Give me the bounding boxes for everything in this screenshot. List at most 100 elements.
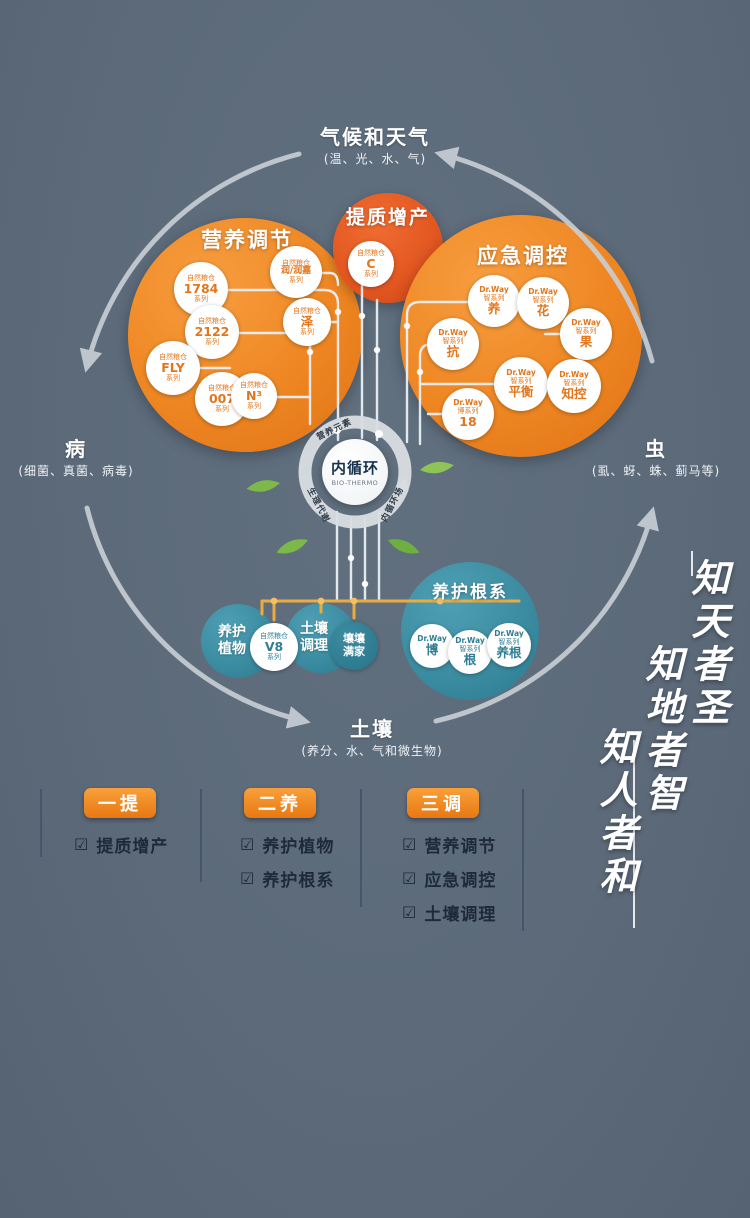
cycle-sublabel-disease: (细菌、真菌、病毒) (18, 464, 134, 478)
cycle-label-insect: 虫 (645, 437, 667, 461)
tag-button-santiao: 三调 (407, 788, 479, 818)
cycle-sublabel-insect: (虱、蚜、蛛、蓟马等) (591, 464, 721, 478)
cluster-title-quality: 提质增产 (345, 206, 431, 229)
checklist-item: ☑ 养护植物 (240, 832, 334, 857)
leaf-icon (246, 480, 280, 492)
cycle-sublabel-soil: (养分、水、气和微生物) (301, 744, 443, 758)
product-circle-yang: Dr.Way 智系列 养 (468, 275, 520, 327)
product-circle-hua: Dr.Way 智系列 花 (517, 277, 569, 329)
checklist-group-1: ☑ 提质增产 (74, 832, 168, 866)
checklist-item-label: 土壤调理 (424, 905, 497, 925)
product-series: 系列 (300, 327, 314, 336)
product-name: 知控 (561, 386, 587, 402)
checklist-item-label: 应急调控 (424, 871, 497, 891)
calligraphy-deco-line (633, 740, 635, 928)
product-name: 壤壤满家 (343, 632, 365, 658)
product-name: 平衡 (508, 384, 534, 400)
product-name: 2122 (194, 324, 230, 340)
product-series: 系列 (166, 373, 180, 382)
product-series: 系列 (215, 404, 229, 413)
product-series: 系列 (194, 294, 208, 303)
product-circle-c: 自然粮仓 C 系列 (348, 241, 394, 287)
product-series: 智系列 (563, 378, 585, 387)
product-circle-zhikong: Dr.Way 智系列 知控 (547, 359, 601, 413)
checkbox-icon: ☑ (240, 835, 256, 854)
product-name: N³ (246, 388, 262, 404)
product-brand: Dr.Way (506, 368, 536, 378)
divider-line (522, 789, 524, 931)
leaf-icon (420, 461, 454, 474)
product-series: 系列 (289, 275, 303, 284)
cluster-title-nutrition: 营养调节 (201, 228, 293, 252)
hub-center-circle: 内循环 BIO-THERMO (322, 439, 388, 505)
product-brand: Dr.Way (559, 370, 589, 380)
cycle-label-soil: 土壤 (350, 717, 394, 741)
calligraphy-line-1: 知天者圣 (685, 558, 730, 730)
calligraphy-deco-line (691, 551, 693, 576)
product-name: 花 (536, 303, 550, 319)
product-circle-bo: Dr.Way 博 (410, 624, 454, 668)
product-name: 果 (579, 334, 593, 350)
checklist-item: ☑ 提质增产 (74, 832, 168, 857)
cluster-title-root-care: 养护根系 (432, 582, 508, 603)
product-name: V8 (264, 639, 284, 655)
checklist-item-label: 养护根系 (262, 871, 335, 891)
checklist-group-2: ☑ 养护植物 ☑ 养护根系 (240, 832, 334, 900)
checkbox-icon: ☑ (240, 869, 256, 888)
product-circle-fly: 自然粮仓 FLY 系列 (146, 341, 200, 395)
hub-subtitle: BIO-THERMO (331, 479, 379, 487)
product-name: C (366, 256, 376, 272)
product-circle-pingheng: Dr.Way 智系列 平衡 (494, 357, 548, 411)
checklist-item: ☑ 应急调控 (402, 866, 496, 891)
product-circle-kang: Dr.Way 智系列 抗 (427, 318, 479, 370)
checklist-item: ☑ 营养调节 (402, 832, 496, 857)
divider-line (40, 789, 42, 857)
checkbox-icon: ☑ (74, 835, 90, 854)
calligraphy-line-3: 知人者和 (593, 727, 638, 899)
product-name: FLY (161, 360, 185, 376)
product-name: 1784 (183, 281, 219, 297)
product-series: 系列 (364, 269, 378, 278)
product-series: 系列 (205, 337, 219, 346)
cycle-label-disease: 病 (65, 437, 87, 461)
product-circle-yanggen: Dr.Way 智系列 养根 (487, 623, 531, 667)
tag-button-eryang: 二养 (244, 788, 316, 818)
cluster-title-emergency: 应急调控 (477, 244, 569, 268)
product-name: 泽 (300, 314, 314, 330)
product-circle-n3: 自然粮仓 N³ 系列 (231, 373, 277, 419)
divider-line (360, 789, 362, 907)
product-circle-rangrangmanjia: 壤壤满家 (330, 622, 378, 670)
cluster-title-plant-care: 养护植物 (218, 624, 246, 657)
checkbox-icon: ☑ (402, 869, 418, 888)
product-series: 智系列 (510, 376, 532, 385)
product-name: 根 (463, 652, 477, 668)
checklist-group-3: ☑ 营养调节 ☑ 应急调控 ☑ 土壤调理 (402, 832, 496, 934)
checklist-item-label: 提质增产 (96, 837, 169, 857)
product-name: 18 (459, 414, 477, 430)
product-name: 养 (487, 301, 501, 317)
checkbox-icon: ☑ (402, 903, 418, 922)
product-name: 抗 (446, 344, 460, 360)
product-circle-gen: Dr.Way 智系列 根 (448, 630, 492, 674)
product-name: 博 (425, 642, 439, 658)
product-name: 养根 (496, 645, 522, 661)
checklist-item-label: 养护植物 (262, 837, 335, 857)
cycle-arrow-left-to-bottom (84, 505, 311, 729)
product-brand: Dr.Way (417, 634, 447, 644)
product-circle-v8: 自然粮仓 V8 系列 (250, 623, 298, 671)
product-circle-18: Dr.Way 博系列 18 (442, 388, 494, 440)
checkbox-icon: ☑ (402, 835, 418, 854)
tag-button-yiti: 一提 (84, 788, 156, 818)
product-circle-ze: 自然粮仓 泽 系列 (283, 298, 331, 346)
product-series: 系列 (247, 401, 261, 410)
checklist-item-label: 营养调节 (424, 837, 497, 857)
product-circle-guo: Dr.Way 智系列 果 (560, 308, 612, 360)
checklist-item: ☑ 养护根系 (240, 866, 334, 891)
product-series: 系列 (267, 652, 281, 661)
leaf-icon (388, 539, 420, 554)
cycle-sublabel-climate: (温、光、水、气) (323, 152, 427, 166)
divider-line (200, 789, 202, 882)
cycle-label-climate: 气候和天气 (320, 125, 430, 149)
